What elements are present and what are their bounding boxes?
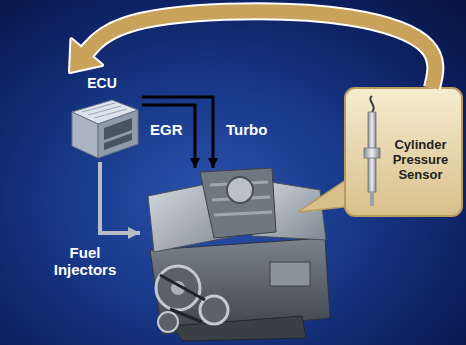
connector-line: [142, 97, 213, 168]
ecu-side: [98, 110, 138, 158]
oil-pan: [172, 316, 306, 341]
node-label: Cylinder Pressure Sensor: [383, 138, 458, 183]
connector-line: [142, 105, 195, 168]
ecu-front: [72, 112, 98, 158]
signal-arrow: [142, 97, 213, 168]
signal-label: Turbo: [226, 121, 267, 138]
node-label: Fuel Injectors: [40, 244, 130, 279]
signal-arrow: [142, 105, 195, 168]
arrow-outline: [84, 11, 435, 88]
callout-tail: [298, 176, 352, 212]
callout-box: [345, 88, 462, 216]
signal-arrow: [100, 162, 140, 233]
ecu-connector: [104, 133, 132, 150]
sensor-cable: [370, 96, 373, 112]
feedback-arrow: [70, 11, 435, 88]
sensor-tip: [370, 192, 374, 206]
connector-line: [100, 162, 140, 233]
engine: Fuel Injectors: [140, 168, 335, 340]
ecu-vent: [88, 106, 121, 115]
signal-label: EGR: [150, 121, 183, 138]
ecu-module: ECU: [62, 72, 142, 162]
node-label: ECU: [62, 72, 142, 91]
belt: [160, 275, 205, 322]
sensor-nut: [364, 148, 380, 158]
ecu-vent: [94, 109, 127, 118]
intake-manifold: [200, 168, 276, 238]
pulley: [156, 266, 200, 310]
pulley: [158, 312, 178, 332]
connector-band: [84, 11, 435, 88]
arrowhead: [70, 39, 102, 72]
sensor-callout: Cylinder Pressure Sensor: [345, 88, 462, 216]
manifold-runner: [214, 212, 272, 215]
ecu-vent: [82, 103, 115, 112]
engine-part: [270, 262, 310, 286]
throttle-body: [227, 177, 253, 203]
